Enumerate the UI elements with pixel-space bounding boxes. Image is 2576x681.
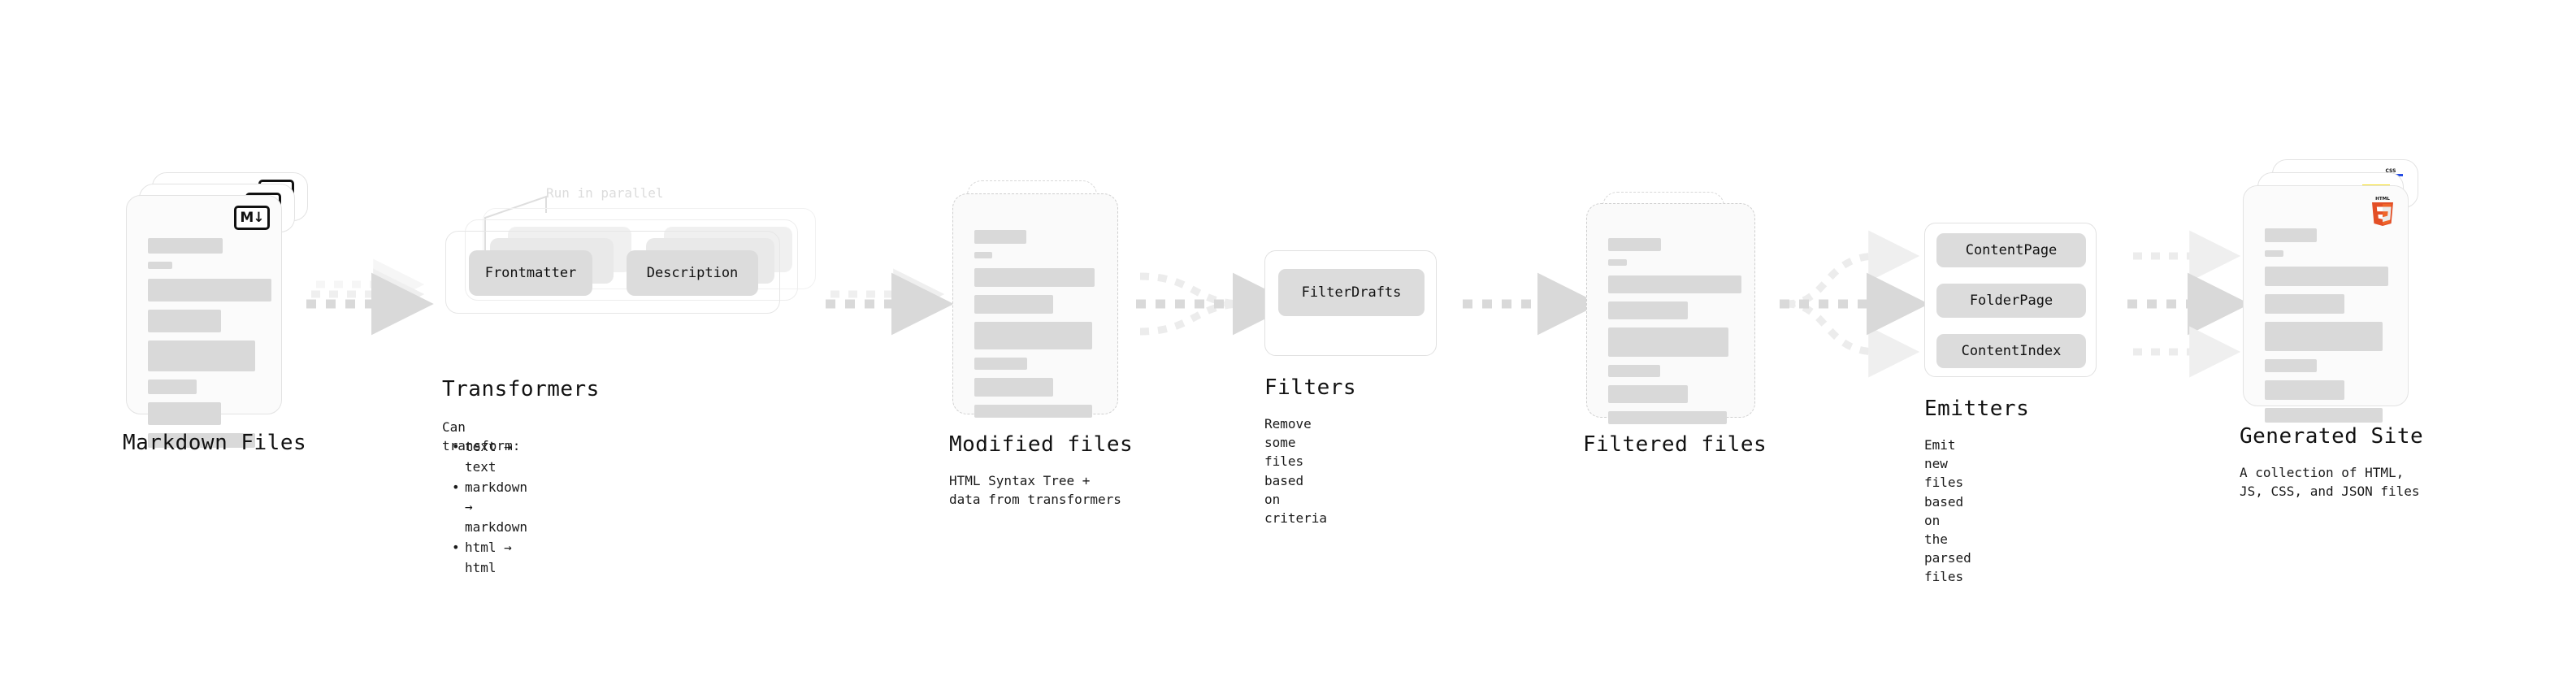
skeleton-bar: [1608, 365, 1660, 377]
transformer-node-frontmatter[interactable]: Frontmatter: [469, 250, 592, 296]
skeleton-bar: [974, 378, 1053, 397]
emitter-chip-folderpage[interactable]: FolderPage: [1936, 284, 2086, 318]
skeleton-bar: [1608, 385, 1688, 403]
stage-title-transformers: Transformers: [442, 377, 600, 401]
skeleton-bar: [148, 279, 271, 301]
skeleton-bar: [974, 358, 1027, 370]
skeleton-bars: [148, 238, 271, 456]
stage-modified-files: Modified files HTML Syntax Tree + data f…: [949, 180, 1133, 507]
markdown-card-stack: M↓ M↓ M↓: [126, 172, 313, 448]
site-card-stack: CSS HTML: [2243, 159, 2438, 423]
parallel-label: Run in parallel: [546, 185, 664, 201]
arrow-modified-to-filters: [1136, 272, 1295, 336]
transformers-bullet-list: text → text markdown → markdown html → h…: [452, 437, 527, 579]
svg-text:HTML: HTML: [2375, 197, 2390, 202]
stage-desc-filters: Remove some files based on criteria: [1264, 416, 1328, 526]
stage-generated-site: CSS HTML: [2240, 159, 2438, 499]
html5-icon: HTML: [2369, 194, 2396, 227]
skeleton-bar: [2265, 359, 2317, 372]
filters-box[interactable]: FilterDrafts: [1264, 250, 1437, 356]
stage-desc-modified-files: HTML Syntax Tree + data from transformer…: [949, 473, 1121, 508]
stage-title-emitters: Emitters: [1924, 397, 2030, 421]
transformer-stack: Frontmatter Description Frontmatter Desc…: [445, 189, 819, 314]
svg-text:CSS: CSS: [2386, 168, 2396, 174]
modified-card-stack: [952, 180, 1131, 424]
stage-title-generated-site: Generated Site: [2240, 424, 2424, 449]
stage-title-modified-files: Modified files: [949, 432, 1134, 457]
skeleton-bar: [2265, 250, 2283, 257]
stage-title-filters: Filters: [1264, 375, 1357, 400]
skeleton-bar: [1608, 301, 1688, 319]
skeleton-bar: [1608, 411, 1727, 424]
transformer-node-description[interactable]: Description: [627, 250, 758, 296]
skeleton-bar: [974, 295, 1053, 314]
skeleton-bar: [148, 238, 223, 254]
stage-title-filtered-files: Filtered files: [1583, 432, 1767, 457]
skeleton-bar: [1608, 259, 1627, 266]
stage-desc-generated-site: A collection of HTML, JS, CSS, and JSON …: [2240, 465, 2420, 500]
skeleton-bar: [2265, 267, 2388, 286]
stage-markdown-files: M↓ M↓ M↓ Markdown Files: [123, 172, 313, 455]
skeleton-bar: [148, 340, 255, 371]
skeleton-bar: [974, 405, 1092, 418]
emitters-box[interactable]: ContentPage FolderPage ContentIndex: [1924, 223, 2097, 377]
skeleton-bar: [148, 310, 221, 332]
filtered-card-stack: [1586, 192, 1765, 427]
skeleton-bar: [2265, 228, 2317, 242]
skeleton-bar: [2265, 408, 2383, 423]
skeleton-bar: [1608, 275, 1741, 293]
skeleton-bars: [1608, 238, 1741, 432]
list-item: html → html: [465, 538, 527, 579]
skeleton-bar: [2265, 294, 2344, 314]
site-card-html[interactable]: HTML: [2243, 185, 2409, 423]
skeleton-bar: [2265, 322, 2383, 351]
skeleton-bar: [2265, 380, 2344, 400]
stage-desc-emitters: Emit new files based on the parsed files: [1924, 437, 1971, 585]
arrow-markdown-to-transformers: [306, 258, 434, 336]
skeleton-bar: [148, 380, 197, 394]
stage-title-markdown-files: Markdown Files: [123, 431, 307, 455]
modified-card-front[interactable]: [952, 193, 1118, 418]
filter-chip-filterdrafts[interactable]: FilterDrafts: [1278, 269, 1425, 316]
list-item: markdown → markdown: [465, 478, 527, 538]
arrow-transformers-to-modified: [826, 268, 954, 336]
arrow-emitters-to-site: [2127, 230, 2250, 378]
filtered-card-front[interactable]: [1586, 203, 1755, 424]
stage-filtered-files: Filtered files: [1583, 192, 1767, 457]
skeleton-bar: [974, 322, 1092, 349]
transformer-box-front[interactable]: Frontmatter Description: [445, 231, 780, 314]
arrow-filtered-to-emitters: [1780, 230, 1929, 378]
skeleton-bar: [148, 433, 255, 448]
skeleton-bar: [974, 252, 992, 258]
skeleton-bar: [1608, 327, 1728, 357]
list-item: text → text: [465, 437, 527, 478]
skeleton-bars: [974, 230, 1098, 426]
emitter-chip-contentindex[interactable]: ContentIndex: [1936, 334, 2086, 368]
skeleton-bar: [974, 268, 1095, 287]
markdown-icon: M↓: [234, 206, 270, 230]
emitter-chip-contentpage[interactable]: ContentPage: [1936, 233, 2086, 267]
skeleton-bars: [2265, 228, 2388, 431]
skeleton-bar: [148, 402, 221, 425]
skeleton-bar: [148, 262, 172, 269]
skeleton-bar: [974, 230, 1026, 244]
markdown-card-front[interactable]: M↓: [126, 195, 282, 448]
skeleton-bar: [1608, 238, 1661, 251]
